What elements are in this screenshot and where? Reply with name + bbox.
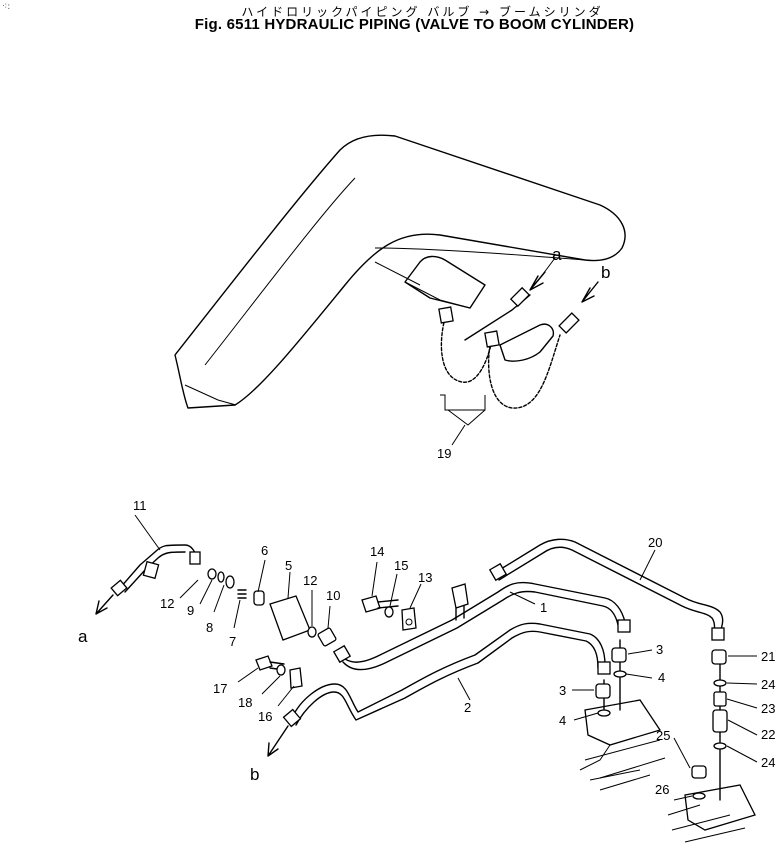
callout-4b: 4 [559, 713, 566, 728]
small-fittings-group: 12 9 8 7 6 5 12 10 [160, 543, 340, 649]
callout-23: 23 [761, 701, 775, 716]
callout-12a: 12 [160, 596, 174, 611]
hose-assembly-19: 19 a b [437, 245, 610, 461]
pipe-2: 2 b [250, 622, 611, 784]
callout-7: 7 [229, 634, 236, 649]
callout-6: 6 [261, 543, 268, 558]
callout-21: 21 [761, 649, 775, 664]
callout-3a: 3 [656, 642, 663, 657]
callout-15: 15 [394, 558, 408, 573]
tube-11: 11 a [78, 498, 201, 646]
callout-26: 26 [655, 782, 669, 797]
callout-1: 1 [540, 600, 547, 615]
callout-3b: 3 [559, 683, 566, 698]
callout-19: 19 [437, 446, 451, 461]
callout-24b: 24 [761, 755, 775, 770]
callout-8: 8 [206, 620, 213, 635]
control-valve-left: 3 4 3 4 [559, 639, 665, 791]
japanese-title: ハイドロリックパイピング バルブ → ブームシリンダ [241, 5, 604, 19]
callout-24a: 24 [761, 677, 775, 692]
callout-25: 25 [656, 728, 670, 743]
callout-17: 17 [213, 681, 227, 696]
bolt-group-17-18-16: 17 18 16 [213, 655, 303, 724]
callout-20: 20 [648, 535, 662, 550]
callout-9: 9 [187, 603, 194, 618]
pipe-1: 1 [332, 581, 631, 671]
corner-mark: ⁖: [2, 2, 11, 12]
arrow-label-a-bottom: a [78, 627, 88, 646]
callout-11: 11 [133, 498, 147, 513]
arrow-label-b-bottom: b [250, 765, 259, 784]
callout-14: 14 [370, 544, 384, 559]
callout-18: 18 [238, 695, 252, 710]
callout-16: 16 [258, 709, 272, 724]
arrow-label-a-top: a [552, 245, 562, 264]
figure-title: Fig. 6511 HYDRAULIC PIPING (VALVE TO BOO… [194, 16, 635, 33]
callout-22: 22 [761, 727, 775, 742]
boom-assembly [174, 134, 626, 409]
callout-10: 10 [326, 588, 340, 603]
callout-5: 5 [285, 558, 292, 573]
pipe-20: 20 [488, 535, 725, 641]
callout-13: 13 [418, 570, 432, 585]
bolt-group-14-15-13: 14 15 13 [361, 544, 432, 631]
arrow-label-b-top: b [601, 263, 610, 282]
callout-4a: 4 [658, 670, 665, 685]
callout-12b: 12 [303, 573, 317, 588]
callout-2: 2 [464, 700, 471, 715]
control-valve-right: 21 24 23 22 24 25 26 [655, 649, 775, 843]
